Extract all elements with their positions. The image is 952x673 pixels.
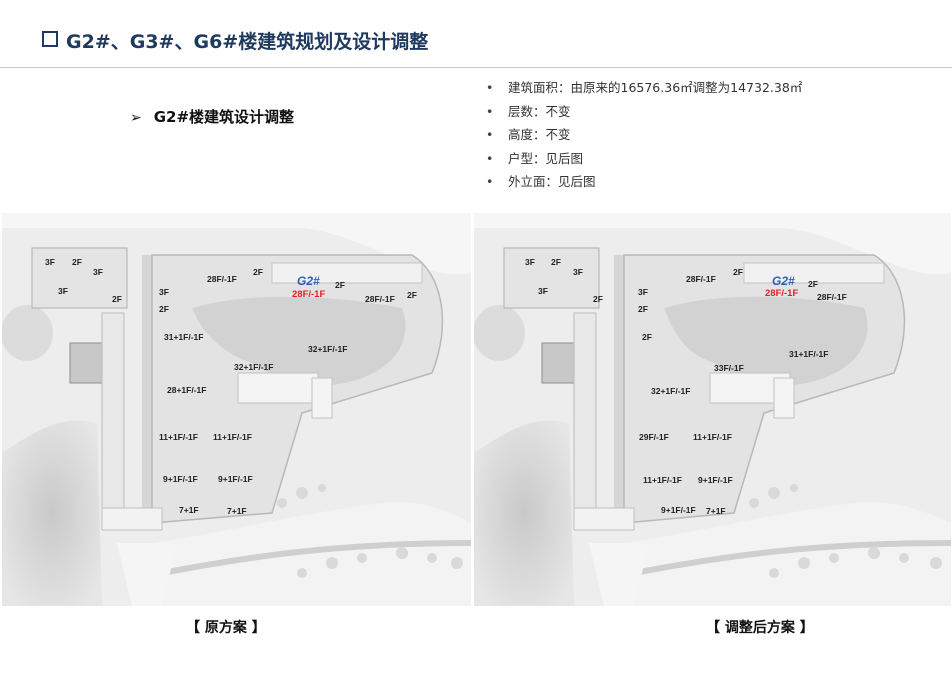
page-title-text: G2#、G3#、G6#楼建筑规划及设计调整 xyxy=(66,31,429,53)
site-plan-adjusted: 3F 2F 3F 3F 2F 28F/-1F 2F 3F G2# 28F/-1F… xyxy=(474,213,951,606)
building-label-original: 32+1F/-1F xyxy=(308,344,347,354)
caption-original: 【 原方案 】 xyxy=(186,620,266,636)
building-label-original: 3F xyxy=(93,267,103,277)
building-label-original: 9+1F/-1F xyxy=(218,474,253,484)
g2-tag-adjusted: G2# xyxy=(772,274,795,288)
building-label-adjusted: 2F xyxy=(733,267,743,277)
building-label-original: 7+1F xyxy=(227,506,247,516)
change-item-unit-type: 户型：见后图 xyxy=(486,147,802,171)
building-label-original: 28+1F/-1F xyxy=(167,385,206,395)
change-item-area: 建筑面积：由原来的16576.36㎡调整为14732.38㎡ xyxy=(486,76,802,100)
building-label-original: 9+1F/-1F xyxy=(163,474,198,484)
building-label-adjusted: 3F xyxy=(525,257,535,267)
site-plan-original-drawing: 3F 2F 3F 3F 2F 28F/-1F 2F 3F G2# 28F/-1F… xyxy=(2,213,471,606)
building-label-adjusted: 33F/-1F xyxy=(714,363,744,373)
building-label-original: 3F xyxy=(45,257,55,267)
building-label-original: 7+1F xyxy=(179,505,199,515)
building-label-adjusted: 2F xyxy=(638,304,648,314)
caption-adjusted: 【 调整后方案 】 xyxy=(706,620,814,636)
building-label-adjusted: 31+1F/-1F xyxy=(789,349,828,359)
building-label-adjusted: 2F xyxy=(642,332,652,342)
building-label-adjusted: 2F xyxy=(593,294,603,304)
building-label-original: 11+1F/-1F xyxy=(213,432,252,442)
building-label-adjusted: 9+1F/-1F xyxy=(661,505,696,515)
building-label-adjusted: 9+1F/-1F xyxy=(698,475,733,485)
building-label-original: 28F/-1F xyxy=(365,294,395,304)
section-subtitle-text: G2#楼建筑设计调整 xyxy=(153,108,295,126)
arrow-bullet-icon: ➢ xyxy=(130,110,142,126)
building-label-original: 2F xyxy=(112,294,122,304)
building-label-original: 32+1F/-1F xyxy=(234,362,273,372)
building-label-adjusted: 28F/-1F xyxy=(817,292,847,302)
building-label-adjusted: 2F xyxy=(808,279,818,289)
site-plan-adjusted-drawing: 3F 2F 3F 3F 2F 28F/-1F 2F 3F G2# 28F/-1F… xyxy=(474,213,951,606)
change-list: 建筑面积：由原来的16576.36㎡调整为14732.38㎡ 层数：不变 高度：… xyxy=(486,76,802,194)
building-label-adjusted: 29F/-1F xyxy=(639,432,669,442)
building-label-original: 2F xyxy=(72,257,82,267)
building-label-original: 31+1F/-1F xyxy=(164,332,203,342)
change-item-facade: 外立面：见后图 xyxy=(486,170,802,194)
building-label-adjusted: 11+1F/-1F xyxy=(643,475,682,485)
building-label-adjusted: 3F xyxy=(638,287,648,297)
g2-highlight-original: 28F/-1F xyxy=(292,289,325,300)
change-item-height: 高度：不变 xyxy=(486,123,802,147)
square-bullet-icon xyxy=(42,31,58,47)
page-title: G2#、G3#、G6#楼建筑规划及设计调整 xyxy=(42,27,428,54)
g2-highlight-adjusted: 28F/-1F xyxy=(765,288,798,299)
building-label-original: 3F xyxy=(58,286,68,296)
building-label-adjusted: 3F xyxy=(538,286,548,296)
site-plan-original: 3F 2F 3F 3F 2F 28F/-1F 2F 3F G2# 28F/-1F… xyxy=(2,213,471,606)
building-label-original: 3F xyxy=(159,287,169,297)
building-label-original: 2F xyxy=(335,280,345,290)
building-label-original: 11+1F/-1F xyxy=(159,432,198,442)
g2-tag-original: G2# xyxy=(297,274,320,288)
building-label-adjusted: 2F xyxy=(551,257,561,267)
building-label-adjusted: 11+1F/-1F xyxy=(693,432,732,442)
building-label-original: 2F xyxy=(159,304,169,314)
building-label-adjusted: 3F xyxy=(573,267,583,277)
section-subtitle: ➢ G2#楼建筑设计调整 xyxy=(130,106,294,127)
building-label-adjusted: 32+1F/-1F xyxy=(651,386,690,396)
building-label-adjusted: 28F/-1F xyxy=(686,274,716,284)
building-label-original: 2F xyxy=(253,267,263,277)
title-divider xyxy=(0,67,952,68)
building-label-original: 28F/-1F xyxy=(207,274,237,284)
building-label-original: 2F xyxy=(407,290,417,300)
building-label-adjusted: 7+1F xyxy=(706,506,726,516)
change-item-floors: 层数：不变 xyxy=(486,100,802,124)
